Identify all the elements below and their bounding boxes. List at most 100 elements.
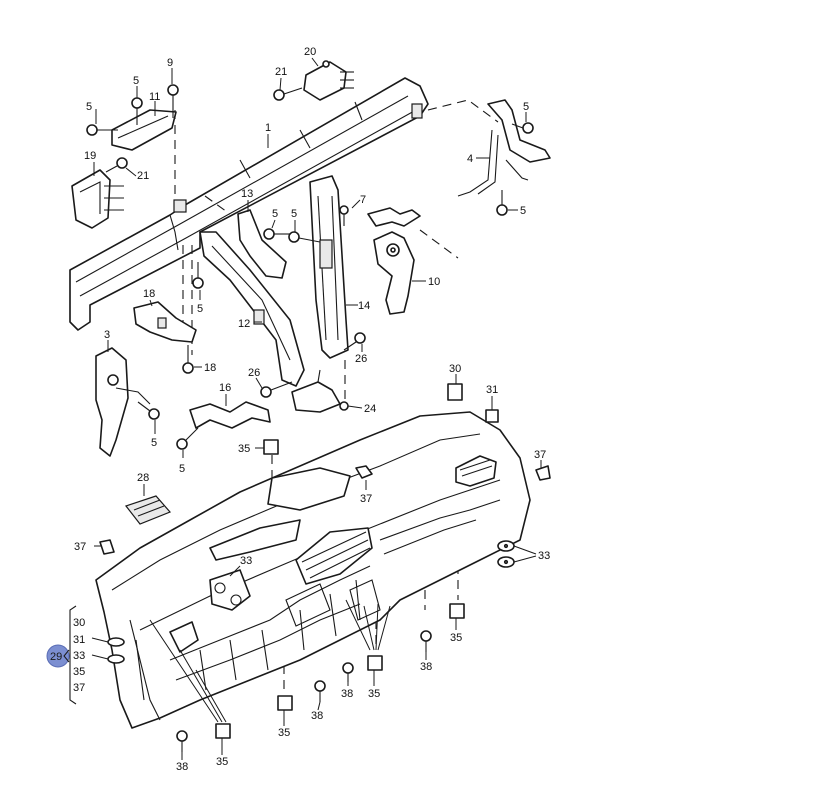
callout-33: 33: [538, 550, 550, 562]
bolt-5-center-c: [192, 262, 204, 289]
support-14: [309, 175, 349, 359]
group-item: 30: [73, 617, 85, 629]
washer-group29-b: [107, 654, 125, 664]
group-badge-label: 29: [50, 651, 62, 663]
callout-18: 18: [204, 362, 216, 374]
callout-14: 14: [358, 300, 370, 312]
bolt-5-left: [86, 124, 118, 136]
bolt-5-lower-left: [137, 401, 160, 420]
bracket-19: [71, 169, 124, 229]
callout-5: 5: [86, 101, 92, 113]
callout-5: 5: [272, 208, 278, 220]
callout-24: 24: [364, 403, 376, 415]
bolt-26-right: [343, 332, 366, 351]
group-item: 37: [73, 682, 85, 694]
bolt-5-right-bottom: [496, 190, 508, 216]
clip-35-right: [449, 603, 465, 619]
callout-35: 35: [368, 688, 380, 700]
bolt-18: [182, 345, 194, 374]
callout-5: 5: [520, 205, 526, 217]
bolt-9: [167, 84, 179, 118]
callout-7: 7: [360, 194, 366, 206]
bracket-10: [373, 231, 415, 315]
bolt-5-right-top: [511, 122, 534, 134]
washer-33-a: [497, 540, 515, 552]
washer-group29-a: [107, 637, 125, 647]
bracket-24: [291, 369, 349, 413]
clip-31: [485, 409, 499, 423]
callout-35: 35: [278, 727, 290, 739]
screw-38-c: [314, 680, 326, 702]
callout-5: 5: [179, 463, 185, 475]
callout-31: 31: [486, 384, 498, 396]
callout-18: 18: [143, 288, 155, 300]
callout-3: 3: [104, 329, 110, 341]
bolt-26-left: [260, 381, 293, 398]
callout-35: 35: [450, 632, 462, 644]
callout-9: 9: [167, 57, 173, 69]
bolt-21-top: [273, 87, 303, 101]
clip-35-top: [263, 439, 279, 455]
callout-21: 21: [275, 66, 287, 78]
callout-37: 37: [360, 493, 372, 505]
part-28: [125, 495, 172, 525]
clip-35-mid: [367, 655, 383, 671]
group-item: 31: [73, 634, 85, 646]
callout-21: 21: [137, 170, 149, 182]
callout-11: 11: [149, 91, 160, 103]
screw-38-b: [342, 662, 354, 682]
screw-38-a: [420, 630, 432, 652]
callout-38: 38: [311, 710, 323, 722]
callout-38: 38: [176, 761, 188, 773]
bracket-4: [457, 99, 551, 197]
callout-5: 5: [133, 75, 139, 87]
callout-16: 16: [219, 382, 231, 394]
dashboard-panel: [95, 411, 531, 729]
callout-13: 13: [241, 188, 253, 200]
callout-5: 5: [523, 101, 529, 113]
callout-37: 37: [534, 449, 546, 461]
callout-labels: 9 11 5 5 19 21 20 21 1 5 4 5 13 5 5 7 10…: [74, 46, 550, 773]
callout-37: 37: [74, 541, 86, 553]
bracket-3: [95, 347, 151, 457]
group-badge[interactable]: [46, 644, 70, 668]
bracket-11: [111, 109, 177, 151]
callout-5: 5: [151, 437, 157, 449]
callout-35: 35: [238, 443, 250, 455]
bolt-5-center-a: [263, 228, 290, 240]
callout-26: 26: [355, 353, 367, 365]
screw-38-d: [176, 730, 188, 752]
washer-33-b: [497, 556, 515, 568]
clip-37-right: [535, 465, 551, 481]
support-13: [237, 209, 287, 279]
callout-5: 5: [291, 208, 297, 220]
bolt-5-center-b: [288, 231, 321, 243]
callout-1: 1: [265, 122, 271, 134]
bolt-5-bracket16: [176, 427, 199, 450]
clip-37-left: [99, 539, 115, 555]
clip-37-mid: [355, 465, 373, 479]
bracket-16: [189, 401, 271, 429]
support-12: [199, 231, 305, 387]
cross-member: [69, 77, 429, 331]
group-item: 33: [73, 650, 85, 662]
clip-30: [447, 383, 463, 401]
callout-38: 38: [341, 688, 353, 700]
callout-19: 19: [84, 150, 96, 162]
callout-33: 33: [240, 555, 252, 567]
callout-12: 12: [238, 318, 250, 330]
callout-30: 30: [449, 363, 461, 375]
callout-26: 26: [248, 367, 260, 379]
callout-10: 10: [428, 276, 440, 288]
callout-38: 38: [420, 661, 432, 673]
clip-35-lower: [277, 695, 293, 711]
clip-7: [367, 207, 421, 227]
group-29: 29 30 31 33 35 37: [46, 605, 85, 705]
callout-28: 28: [137, 472, 149, 484]
group-item: 35: [73, 666, 85, 678]
callout-4: 4: [467, 153, 473, 165]
bolt-21-left: [105, 157, 128, 173]
bracket-20: [303, 60, 354, 101]
bolt-7: [339, 205, 349, 226]
